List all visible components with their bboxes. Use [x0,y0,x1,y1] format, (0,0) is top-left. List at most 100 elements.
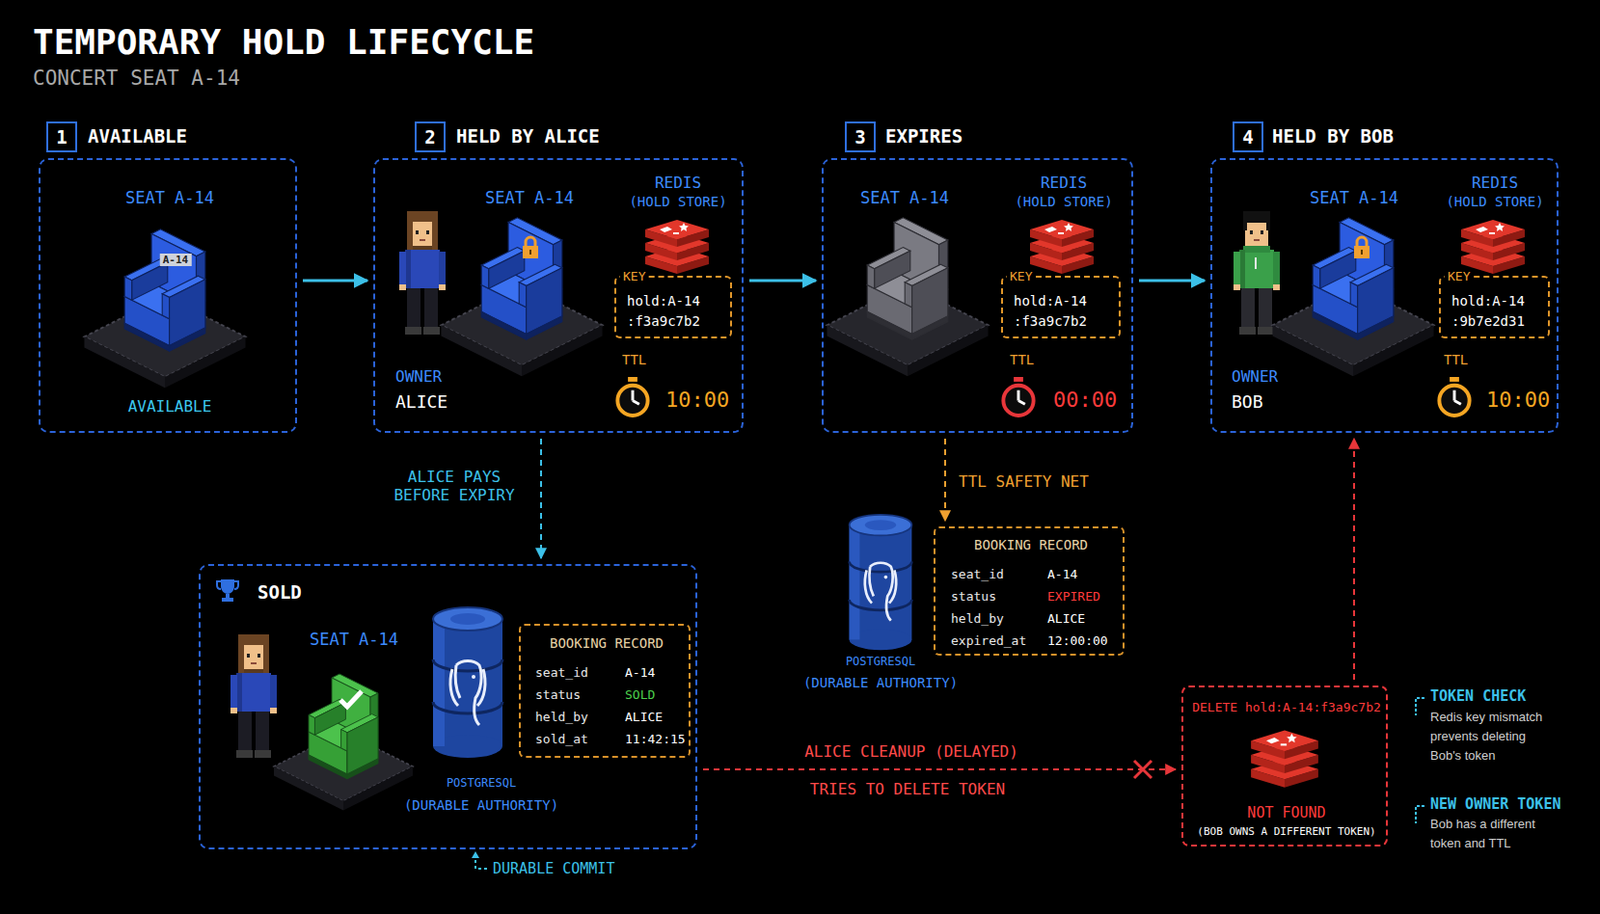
record-title: BOOKING RECORD [549,635,664,652]
panel-heading: SOLD [257,581,302,604]
clock-icon [617,377,648,416]
connector [944,438,947,521]
connector [302,279,368,283]
edge-label: ALICE PAYS BEFORE EXPIRY [386,467,522,505]
key-box: KEYhold:A-14 :f3a9c7b2 [614,275,733,339]
note-text: Bob has a different token and TTL [1430,814,1554,854]
result-label: NOT FOUND [1247,804,1326,822]
seat-tag: A-14 [160,253,192,267]
key-box: KEYhold:A-14 :f3a9c7b2 [1001,275,1121,339]
step-number: 3 [844,121,876,153]
seat-icon [273,674,413,812]
store-name: REDIS [654,173,702,192]
connector [1353,438,1356,680]
ttl-timer: 10:00 [1486,387,1550,413]
record-box: BOOKING RECORD seat_id A-14 status EXPIRED he… [933,526,1125,656]
field-name: held_by [950,611,1004,627]
result-note: (BOB OWNS A DIFFERENT TOKEN) [1196,825,1376,839]
lock-icon [1354,237,1370,259]
seat-icon [83,229,245,388]
seat-label: SEAT A-14 [1309,188,1399,208]
field-name: sold_at [535,732,589,748]
redis-icon [1461,219,1525,274]
owner-name: BOB [1231,391,1264,413]
store-role: (HOLD STORE) [628,193,727,211]
field-name: held_by [535,709,589,726]
lock-icon [522,237,539,259]
redis-icon [1250,731,1319,788]
field-name: seat_id [950,567,1004,583]
field-value: EXPIRED [1047,589,1101,605]
field-name: status [535,687,581,704]
connector [703,768,1176,771]
seat-label: SEAT A-14 [125,188,215,208]
store-name: REDIS [1471,173,1519,192]
redis-icon [645,219,709,274]
note-heading: NEW OWNER TOKEN [1430,795,1561,814]
seat-label: SEAT A-14 [860,188,950,208]
edge-label: TRIES TO DELETE TOKEN [810,780,1005,799]
diagram-title: TEMPORARY HOLD LIFECYCLE [32,21,535,63]
step-number: 2 [414,121,446,153]
stage-panel: 4HELD BY BOBSEAT A-14REDIS(HOLD STORE)OW… [1210,158,1559,434]
postgres-icon [433,607,503,759]
store-role: (HOLD STORE) [1445,193,1544,211]
field-value: SOLD [624,687,655,704]
seat-icon [440,217,602,377]
edge-label: ALICE CLEANUP (DELAYED) [804,742,1019,761]
key-value: hold:A-14 :9b7e2d31 [1451,291,1543,332]
trophy-icon [216,579,239,602]
owner-name: ALICE [395,391,448,413]
key-label: KEY [1006,269,1035,285]
key-value: hold:A-14 :f3a9c7b2 [1013,291,1111,332]
check-icon [340,691,362,707]
connector [540,438,543,559]
delete-command: DELETE hold:A-14:f3a9c7b2 [1192,700,1382,716]
stage-heading: HELD BY ALICE [456,125,600,148]
redis-icon [1030,219,1094,274]
clock-icon [1003,377,1033,416]
ttl-label: TTL [1009,352,1034,369]
ttl-timer: 00:00 [1053,387,1117,413]
seat-icon [1272,217,1434,377]
field-value: A-14 [1047,567,1078,583]
owner-label: OWNER [1231,367,1278,386]
stage-panel: SOLDSEAT A-14POSTGRESQL(DURABLE AUTHORIT… [198,564,698,850]
step-number: 4 [1232,121,1264,153]
key-box: KEYhold:A-14 :9b7e2d31 [1438,275,1550,339]
seat-icon [826,217,988,377]
step-number: 1 [46,121,78,153]
record-title: BOOKING RECORD [974,537,1088,554]
stage-heading: HELD BY BOB [1272,125,1394,148]
key-value: hold:A-14 :f3a9c7b2 [626,291,724,332]
diagram-subtitle: CONCERT SEAT A-14 [32,66,241,91]
person-icon [230,634,277,759]
edge-label: TTL SAFETY NET [958,472,1089,491]
key-label: KEY [1444,269,1473,285]
leader-arrow [471,851,480,859]
seat-label: SEAT A-14 [485,188,574,208]
connector [1138,279,1205,283]
note-bracket [1415,698,1425,716]
ttl-timer: 10:00 [665,387,730,413]
store-name: REDIS [1040,173,1087,192]
ttl-label: TTL [622,352,647,369]
person-icon [1233,211,1280,335]
stage-heading: AVAILABLE [87,125,188,148]
field-name: expired_at [950,633,1027,650]
record-box: BOOKING RECORDseat_idA-14statusSOLDheld_… [518,623,691,759]
connector [749,279,816,283]
field-value: ALICE [624,709,663,726]
key-label: KEY [620,269,649,285]
field-value: 12:00:00 [1047,633,1109,650]
field-name: status [950,589,997,605]
ttl-label: TTL [1443,352,1468,369]
note-heading: TOKEN CHECK [1430,687,1526,706]
field-value: ALICE [1047,611,1085,627]
person-icon [399,211,446,335]
state-label: AVAILABLE [128,397,213,416]
stage-panel: 3EXPIRESSEAT A-14REDIS(HOLD STORE)TTL00:… [821,158,1134,434]
db-name: POSTGRESQL [446,776,516,790]
postgres-icon [849,515,913,651]
